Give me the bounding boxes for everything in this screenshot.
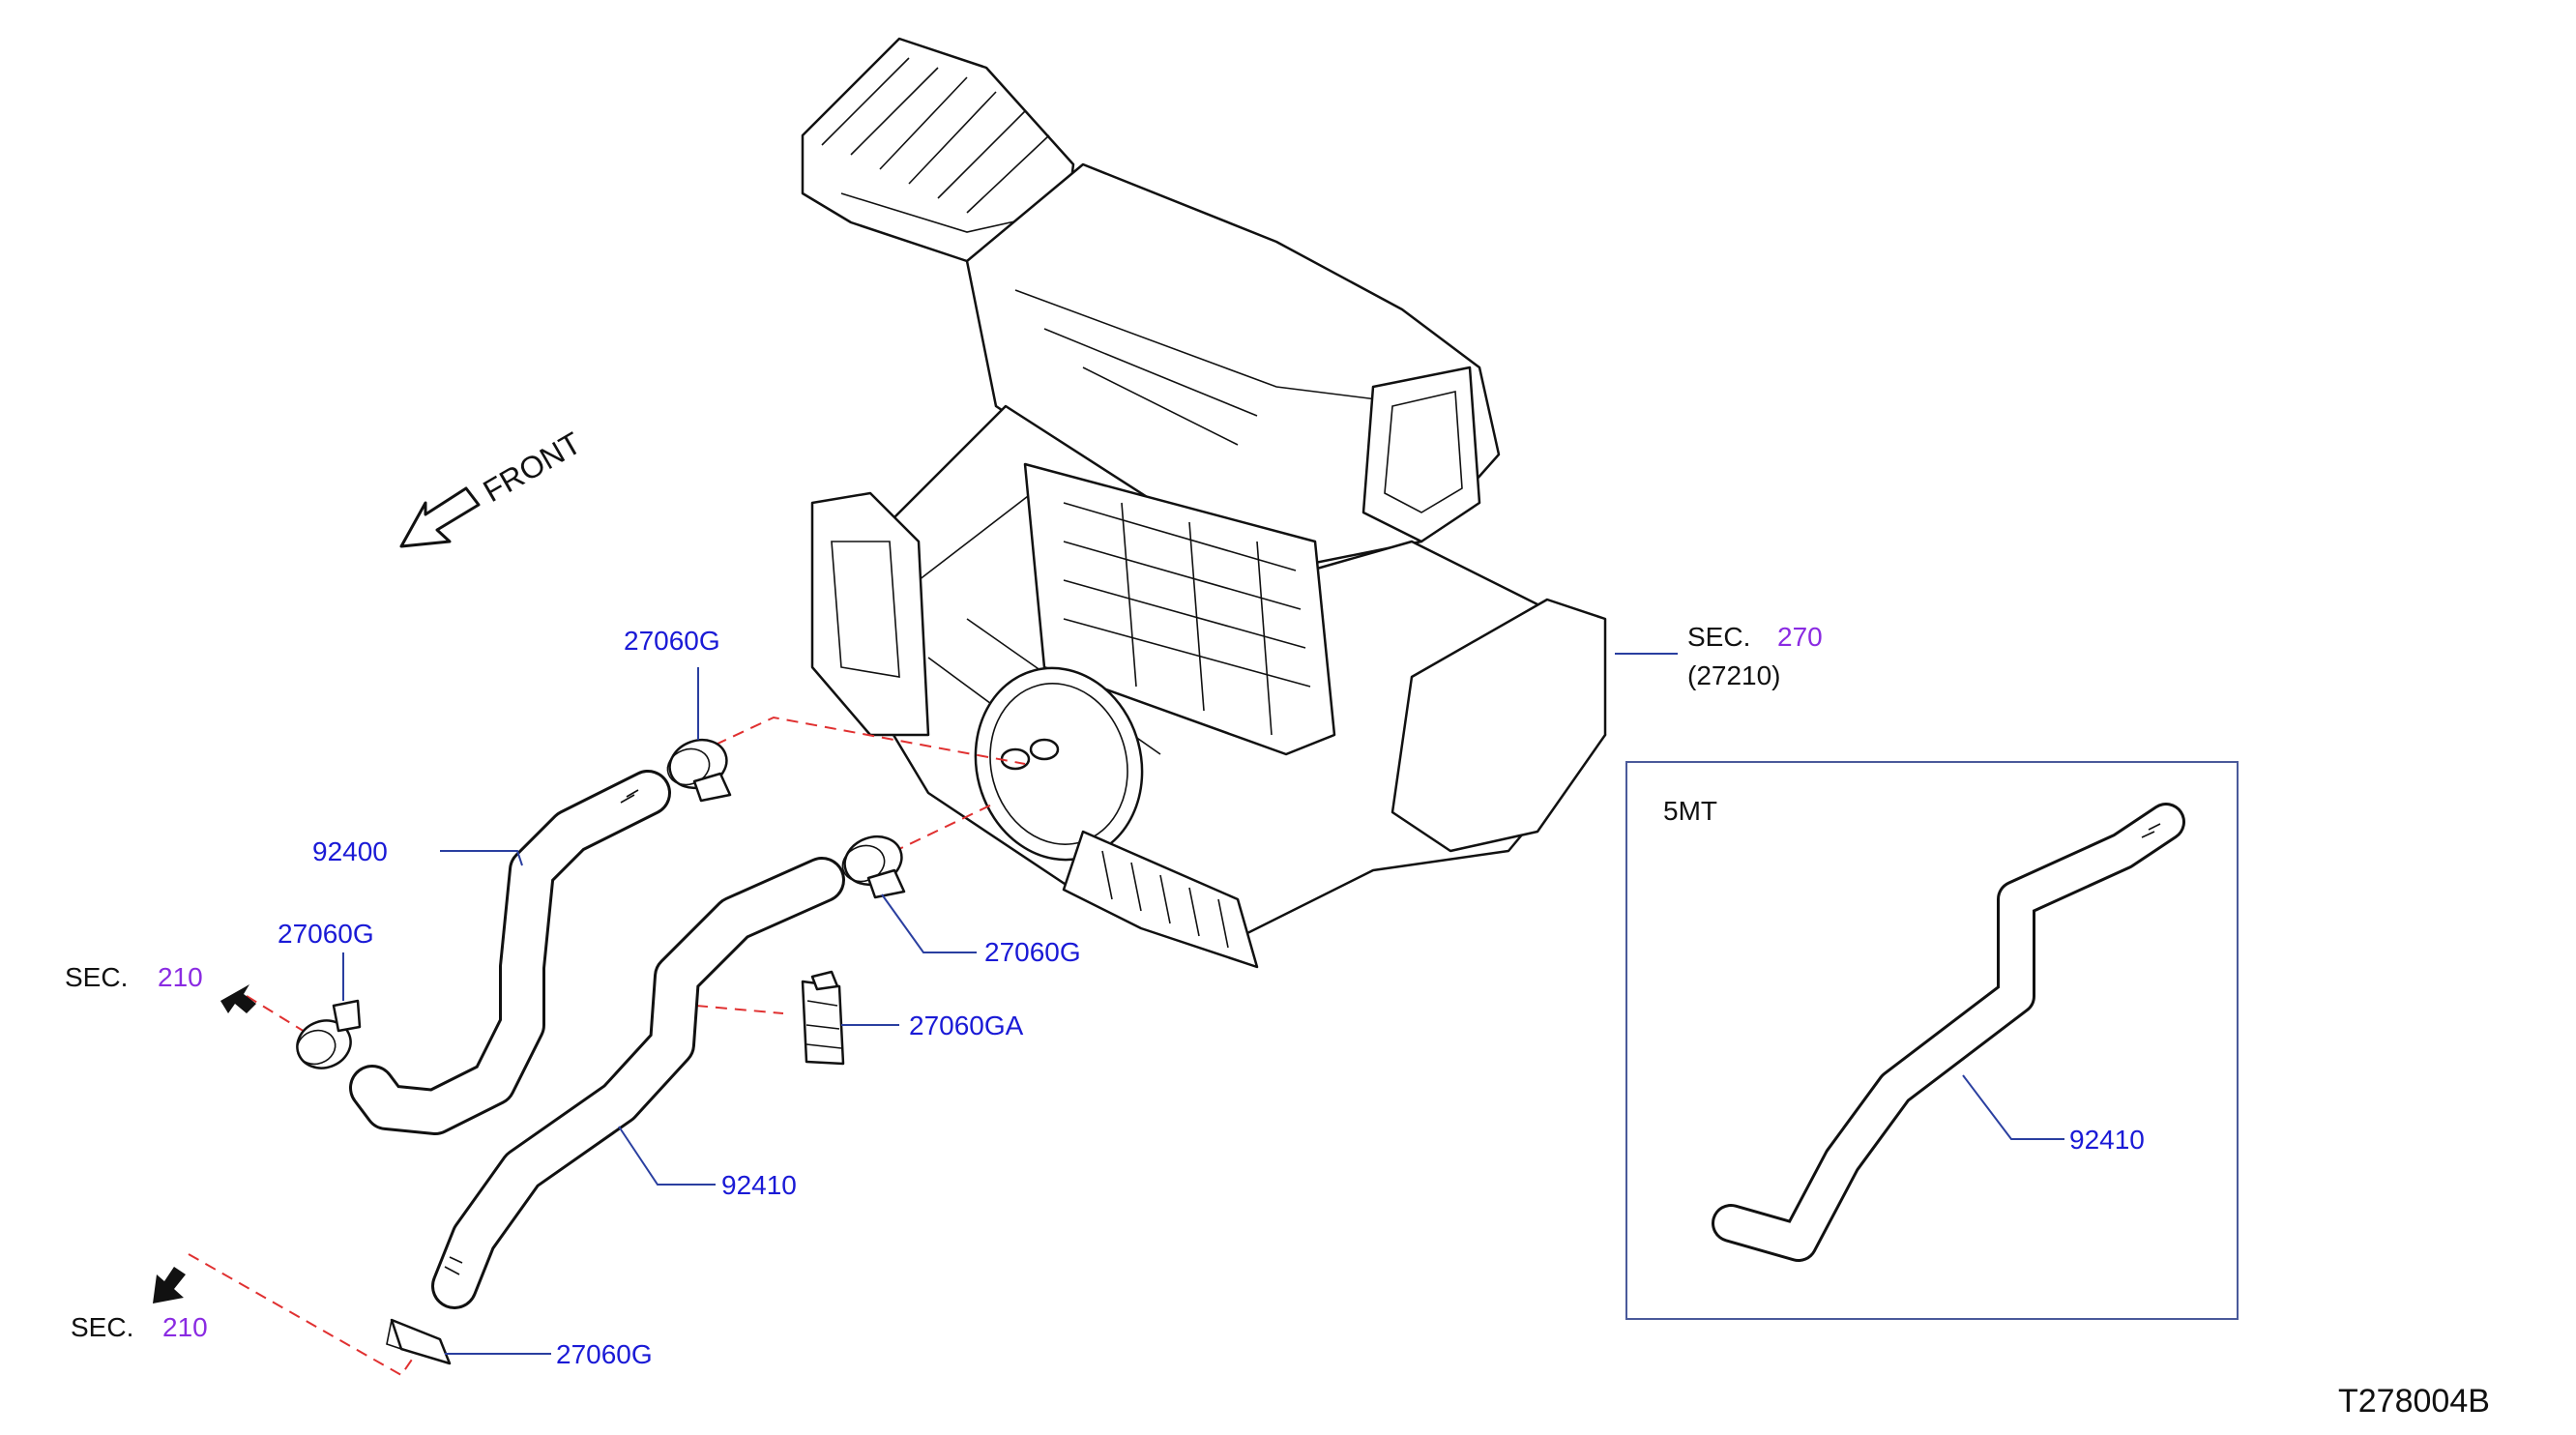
dashed-line-ga: [695, 1005, 784, 1014]
sec-210-upper-prefix: SEC.: [65, 962, 128, 992]
sec-210-lower-number: 210: [162, 1312, 208, 1342]
hose-92410: [431, 857, 845, 1309]
sec-270-sub: (27210): [1687, 660, 1781, 690]
clamp-right: [841, 835, 906, 899]
part-clamp-bottom: 27060G: [556, 1339, 653, 1369]
part-clamp-left: 27060G: [278, 919, 374, 949]
arrow-sec-210-upper-icon: [220, 984, 256, 1013]
part-clamp-right: 27060G: [984, 937, 1081, 967]
part-clamp-top: 27060G: [624, 626, 720, 656]
part-hose-92400: 92400: [312, 836, 388, 866]
part-clamp-ga: 27060GA: [909, 1010, 1024, 1040]
clamp-ga: [801, 970, 845, 1066]
leader-inset-92410: [1962, 1074, 2064, 1140]
hose-92400: [349, 770, 671, 1135]
inset-part-92410: 92410: [2069, 1125, 2145, 1155]
inset-title: 5MT: [1663, 796, 1717, 826]
diagram-code: T278004B: [2338, 1383, 2490, 1420]
inset-hose-92410: [1712, 803, 2185, 1262]
dashed-line-left: [246, 995, 310, 1036]
front-arrow-icon: [399, 486, 481, 548]
leader-hose-92410: [618, 1126, 716, 1186]
clamp-top: [666, 738, 732, 803]
sec-270-prefix: SEC.: [1687, 622, 1750, 652]
arrow-sec-210-lower-icon: [153, 1267, 186, 1303]
heater-unit: [801, 37, 1607, 969]
dashed-line-bottom: [188, 1253, 417, 1377]
leader-hose-92400: [440, 850, 523, 866]
clamp-left: [296, 999, 362, 1069]
front-label: FRONT: [478, 425, 587, 509]
sec-210-lower-prefix: SEC.: [71, 1312, 133, 1342]
leader-clamp-right: [881, 893, 977, 953]
sec-210-upper-number: 210: [158, 962, 203, 992]
clamp-bottom: [386, 1318, 452, 1365]
sec-270-number: 270: [1777, 622, 1823, 652]
dashed-line-top: [715, 716, 1026, 765]
inset-box: [1625, 761, 2239, 1320]
part-hose-92410: 92410: [721, 1170, 797, 1200]
